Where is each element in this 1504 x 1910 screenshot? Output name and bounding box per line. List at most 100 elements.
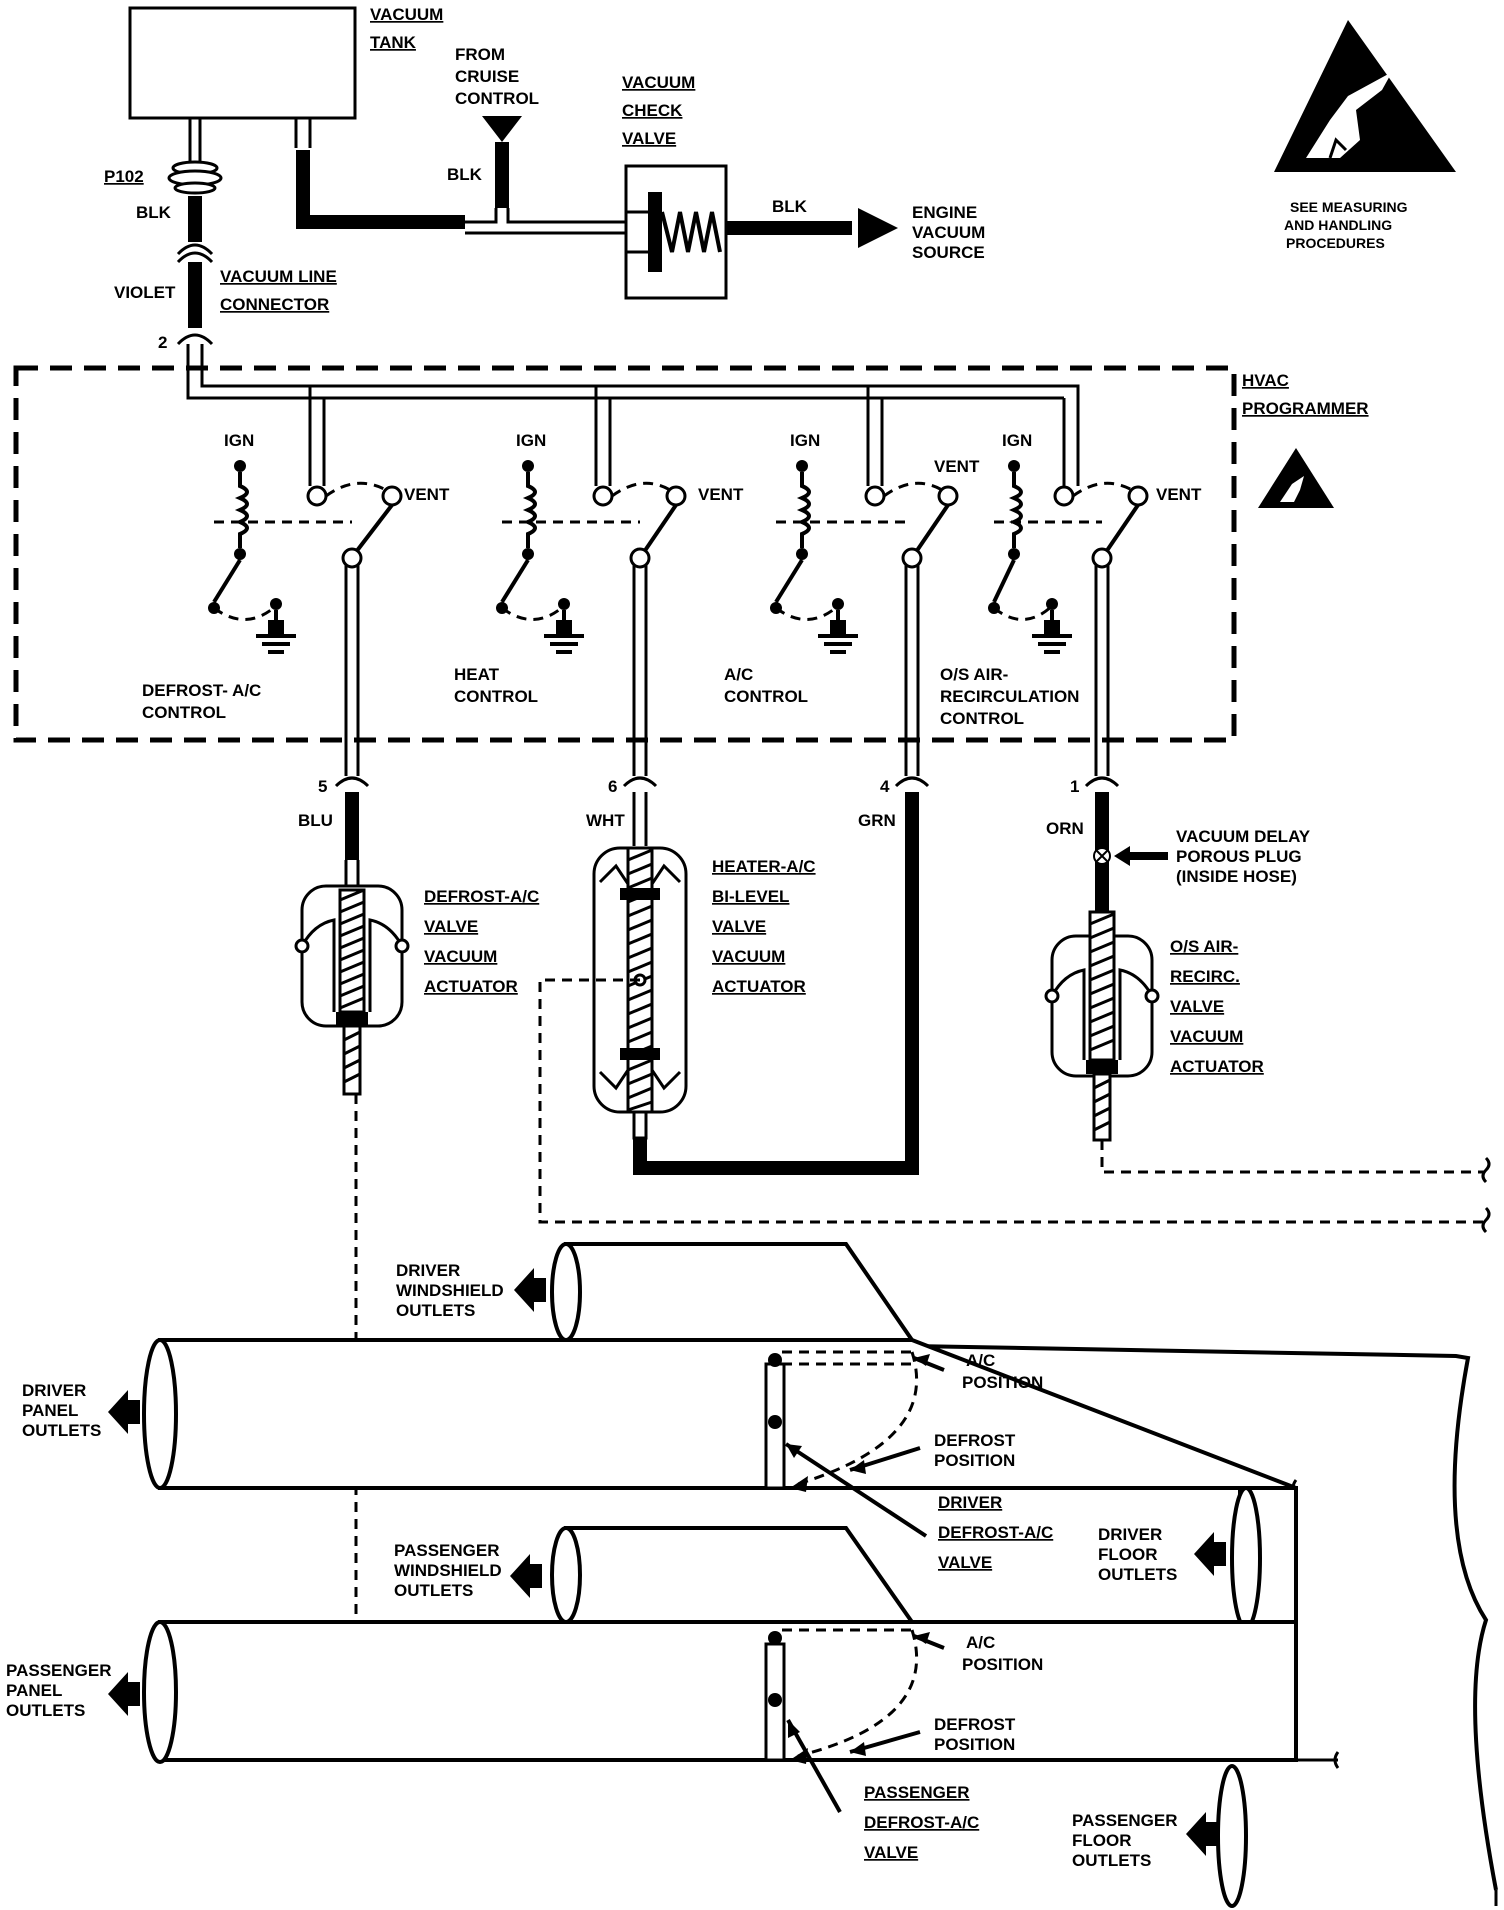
engine-vacuum-label: ENGINE VACUUM SOURCE [912, 203, 985, 262]
pin-6-label: 6 [608, 777, 617, 796]
svg-text:ACTUATOR: ACTUATOR [424, 977, 518, 996]
porous-plug-icon [1093, 847, 1111, 865]
blu-label: BLU [298, 811, 333, 830]
driver-panel-label: DRIVER PANEL OUTLETS [22, 1381, 101, 1440]
esd-warning-icon [1274, 20, 1456, 172]
ground-icon [256, 634, 296, 654]
svg-text:PROCEDURES: PROCEDURES [1286, 235, 1385, 251]
svg-text:RECIRCULATION: RECIRCULATION [940, 687, 1079, 706]
bi-level-linkage [538, 978, 1484, 1224]
svg-text:ACTUATOR: ACTUATOR [1170, 1057, 1264, 1076]
pin-4-label: 4 [880, 777, 890, 796]
svg-text:DEFROST: DEFROST [934, 1431, 1016, 1450]
svg-text:PASSENGER: PASSENGER [6, 1661, 112, 1680]
ac-solenoid [770, 460, 959, 654]
svg-text:VACUUM: VACUUM [622, 73, 695, 92]
os-air-recirc-solenoid [988, 460, 1149, 654]
passenger-defrost-valve [764, 1628, 918, 1764]
arrow-left-icon [510, 1554, 542, 1598]
heat-control-label: HEAT CONTROL [454, 665, 538, 706]
svg-text:POSITION: POSITION [962, 1655, 1043, 1674]
blk-label-cruise: BLK [447, 165, 483, 184]
svg-text:VENT: VENT [404, 485, 450, 504]
svg-text:POSITION: POSITION [934, 1451, 1015, 1470]
svg-text:VENT: VENT [1156, 485, 1202, 504]
svg-text:AND HANDLING: AND HANDLING [1284, 217, 1392, 233]
arrow-left-icon [1114, 846, 1168, 866]
passenger-defrost-valve-label: PASSENGER DEFROST-A/C VALVE [864, 1783, 979, 1862]
ac-position-label-driver: A/C POSITION [962, 1351, 1043, 1392]
svg-text:POROUS PLUG: POROUS PLUG [1176, 847, 1302, 866]
svg-text:CONTROL: CONTROL [455, 89, 539, 108]
arrow-left-icon [1194, 1532, 1226, 1576]
from-cruise-label: FROM CRUISE CONTROL [455, 45, 539, 108]
svg-text:DEFROST-A/C: DEFROST-A/C [424, 887, 539, 906]
passenger-floor-label: PASSENGER FLOOR OUTLETS [1072, 1811, 1178, 1870]
arrow-right-icon [858, 208, 898, 248]
svg-text:PASSENGER: PASSENGER [1072, 1811, 1178, 1830]
svg-text:ACTUATOR: ACTUATOR [712, 977, 806, 996]
svg-text:CONTROL: CONTROL [454, 687, 538, 706]
driver-windshield-duct [550, 1242, 916, 1342]
heater-ac-actuator [592, 846, 688, 1140]
passenger-windshield-label: PASSENGER WINDSHIELD OUTLETS [394, 1541, 502, 1600]
svg-text:VALVE: VALVE [864, 1843, 918, 1862]
svg-text:VACUUM: VACUUM [1170, 1027, 1243, 1046]
hvac-programmer-label: HVAC PROGRAMMER [1242, 371, 1369, 418]
svg-text:OUTLETS: OUTLETS [394, 1581, 473, 1600]
svg-text:FROM: FROM [455, 45, 505, 64]
svg-text:A/C: A/C [966, 1351, 995, 1370]
passenger-floor-duct [1216, 1764, 1248, 1908]
svg-text:TANK: TANK [370, 33, 417, 52]
svg-text:OUTLETS: OUTLETS [6, 1701, 85, 1720]
svg-text:WINDSHIELD: WINDSHIELD [396, 1281, 504, 1300]
svg-text:HEATER-A/C: HEATER-A/C [712, 857, 816, 876]
os-air-linkage [1100, 1140, 1484, 1174]
vacuum-tank [128, 6, 357, 120]
svg-text:A/C: A/C [724, 665, 753, 684]
passenger-windshield-duct [550, 1526, 916, 1624]
svg-text:IGN: IGN [790, 431, 820, 450]
grn-label: GRN [858, 811, 896, 830]
svg-text:DEFROST: DEFROST [934, 1715, 1016, 1734]
defrost-ac-actuator [294, 884, 410, 1096]
defrost-ac-control-label: DEFROST- A/C CONTROL [142, 681, 261, 722]
svg-text:VACUUM: VACUUM [712, 947, 785, 966]
svg-text:PANEL: PANEL [6, 1681, 62, 1700]
svg-text:A/C: A/C [966, 1633, 995, 1652]
svg-text:SEE MEASURING: SEE MEASURING [1290, 199, 1408, 215]
p102-connector [167, 160, 223, 195]
defrost-position-label-passenger: DEFROST POSITION [934, 1715, 1016, 1754]
svg-text:VALVE: VALVE [622, 129, 676, 148]
pin-5-label: 5 [318, 777, 327, 796]
os-air-recirc-control-label: O/S AIR- RECIRCULATION CONTROL [940, 665, 1079, 728]
svg-text:VACUUM: VACUUM [370, 5, 443, 24]
svg-text:O/S AIR-: O/S AIR- [940, 665, 1008, 684]
blk-label-engine: BLK [772, 197, 808, 216]
svg-text:VACUUM: VACUUM [912, 223, 985, 242]
vacuum-check-valve-label: VACUUM CHECK VALVE [622, 73, 695, 148]
vacuum-line-connector-label: VACUUM LINE CONNECTOR [220, 267, 337, 314]
svg-text:VALVE: VALVE [424, 917, 478, 936]
svg-text:ENGINE: ENGINE [912, 203, 977, 222]
heat-solenoid [496, 460, 687, 654]
svg-text:VENT: VENT [934, 457, 980, 476]
defrost-ac-solenoid [208, 460, 403, 654]
svg-text:SOURCE: SOURCE [912, 243, 985, 262]
svg-text:OUTLETS: OUTLETS [1098, 1565, 1177, 1584]
svg-text:PASSENGER: PASSENGER [864, 1783, 970, 1802]
svg-text:PASSENGER: PASSENGER [394, 1541, 500, 1560]
svg-text:FLOOR: FLOOR [1098, 1545, 1158, 1564]
svg-text:DRIVER: DRIVER [22, 1381, 86, 1400]
svg-text:VACUUM LINE: VACUUM LINE [220, 267, 337, 286]
svg-text:VALVE: VALVE [712, 917, 766, 936]
svg-text:OUTLETS: OUTLETS [396, 1301, 475, 1320]
os-air-recirc-actuator-label: O/S AIR- RECIRC. VALVE VACUUM ACTUATOR [1170, 937, 1264, 1076]
svg-text:VALVE: VALVE [1170, 997, 1224, 1016]
svg-text:RECIRC.: RECIRC. [1170, 967, 1240, 986]
svg-text:CRUISE: CRUISE [455, 67, 519, 86]
arrow-left-icon [514, 1268, 546, 1312]
svg-text:DRIVER: DRIVER [938, 1493, 1002, 1512]
driver-windshield-label: DRIVER WINDSHIELD OUTLETS [396, 1261, 504, 1320]
svg-text:POSITION: POSITION [962, 1373, 1043, 1392]
